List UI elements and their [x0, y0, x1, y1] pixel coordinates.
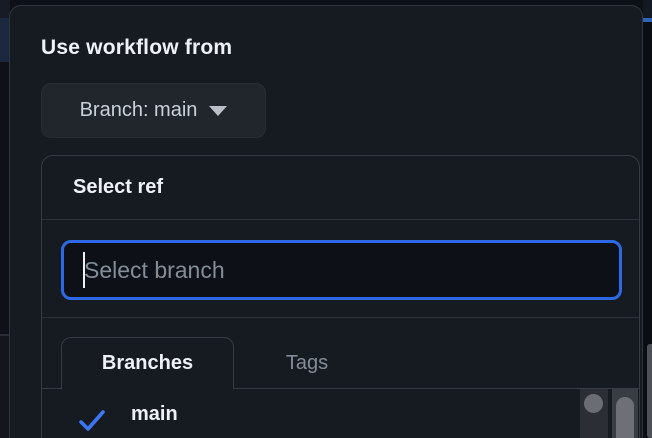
branch-selector-label: Branch: main: [79, 99, 198, 121]
branch-name: main: [131, 403, 178, 425]
select-ref-header: Select ref: [42, 156, 639, 220]
tab-tags-label: Tags: [285, 351, 329, 374]
page-background-left-accent: [0, 18, 10, 62]
check-icon: [79, 410, 105, 431]
branch-list-scrollbar-track[interactable]: [580, 389, 608, 438]
page-background-left-bottom: [0, 336, 10, 438]
branch-list-scrollbar-thumb[interactable]: [584, 394, 603, 413]
page-background-right-accent: [643, 18, 652, 22]
dialog-scrollbar-thumb[interactable]: [616, 397, 634, 438]
tab-tags[interactable]: Tags: [234, 337, 380, 389]
triangle-down-icon: [209, 105, 228, 116]
ref-search-section: [42, 221, 639, 318]
tab-branches[interactable]: Branches: [61, 337, 234, 389]
select-ref-title: Select ref: [73, 176, 164, 198]
page-background-left-top: [0, 0, 10, 18]
page-background-left: [0, 62, 10, 334]
branch-list-item-main[interactable]: main: [42, 389, 579, 438]
tab-branches-label: Branches: [101, 352, 194, 374]
page-background-left-divider: [0, 334, 10, 336]
select-ref-dialog: Select ref Branches Tags main: [41, 155, 640, 438]
branch-selector-button[interactable]: Branch: main: [41, 83, 266, 138]
page-scrollbar[interactable]: [647, 344, 652, 438]
ref-search-input[interactable]: [61, 240, 622, 300]
workflow-dispatch-panel: Use workflow from Branch: main Select re…: [9, 5, 643, 438]
page-background-right: [643, 22, 652, 438]
dialog-scrollbar-track[interactable]: [612, 389, 638, 438]
tab-bar-divider: [42, 388, 639, 389]
text-cursor: [83, 252, 85, 288]
page-background-right-top: [643, 0, 652, 18]
use-workflow-from-heading: Use workflow from: [41, 36, 233, 59]
